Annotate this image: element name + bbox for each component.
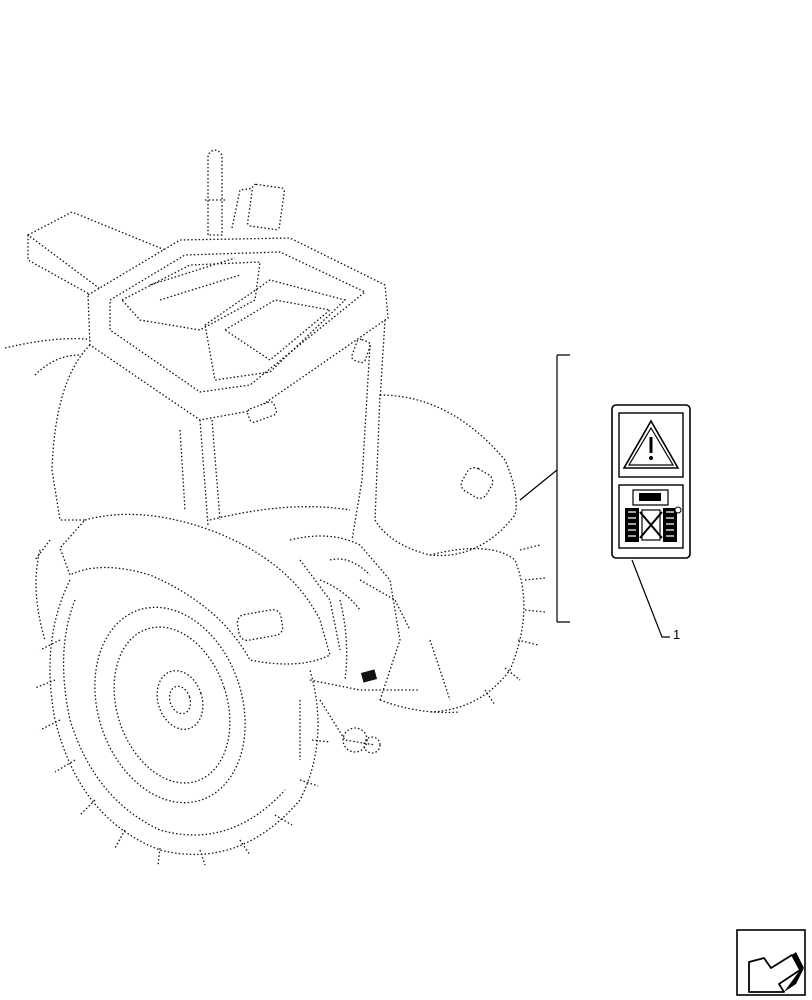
callout-leader-line (631, 559, 670, 638)
left-far-tire (34, 539, 51, 641)
rear-mirror (231, 183, 286, 231)
tractor-hazard-icon (618, 484, 684, 549)
exhaust-stack (205, 149, 225, 236)
warning-decal-icon (611, 404, 691, 559)
right-rear-fender (374, 394, 517, 557)
rear-hitch-assembly (289, 535, 451, 760)
right-rear-tire (379, 544, 546, 714)
left-rear-fender (59, 513, 331, 665)
callout-number-1: 1 (673, 627, 681, 642)
cab-body (51, 319, 386, 541)
left-rear-tire (34, 579, 331, 866)
callout-bracket (519, 354, 570, 623)
warning-triangle-icon (622, 419, 680, 469)
next-page-arrow-icon[interactable] (736, 929, 806, 996)
background-machine-outline (4, 337, 96, 376)
cab-roof (87, 237, 389, 423)
